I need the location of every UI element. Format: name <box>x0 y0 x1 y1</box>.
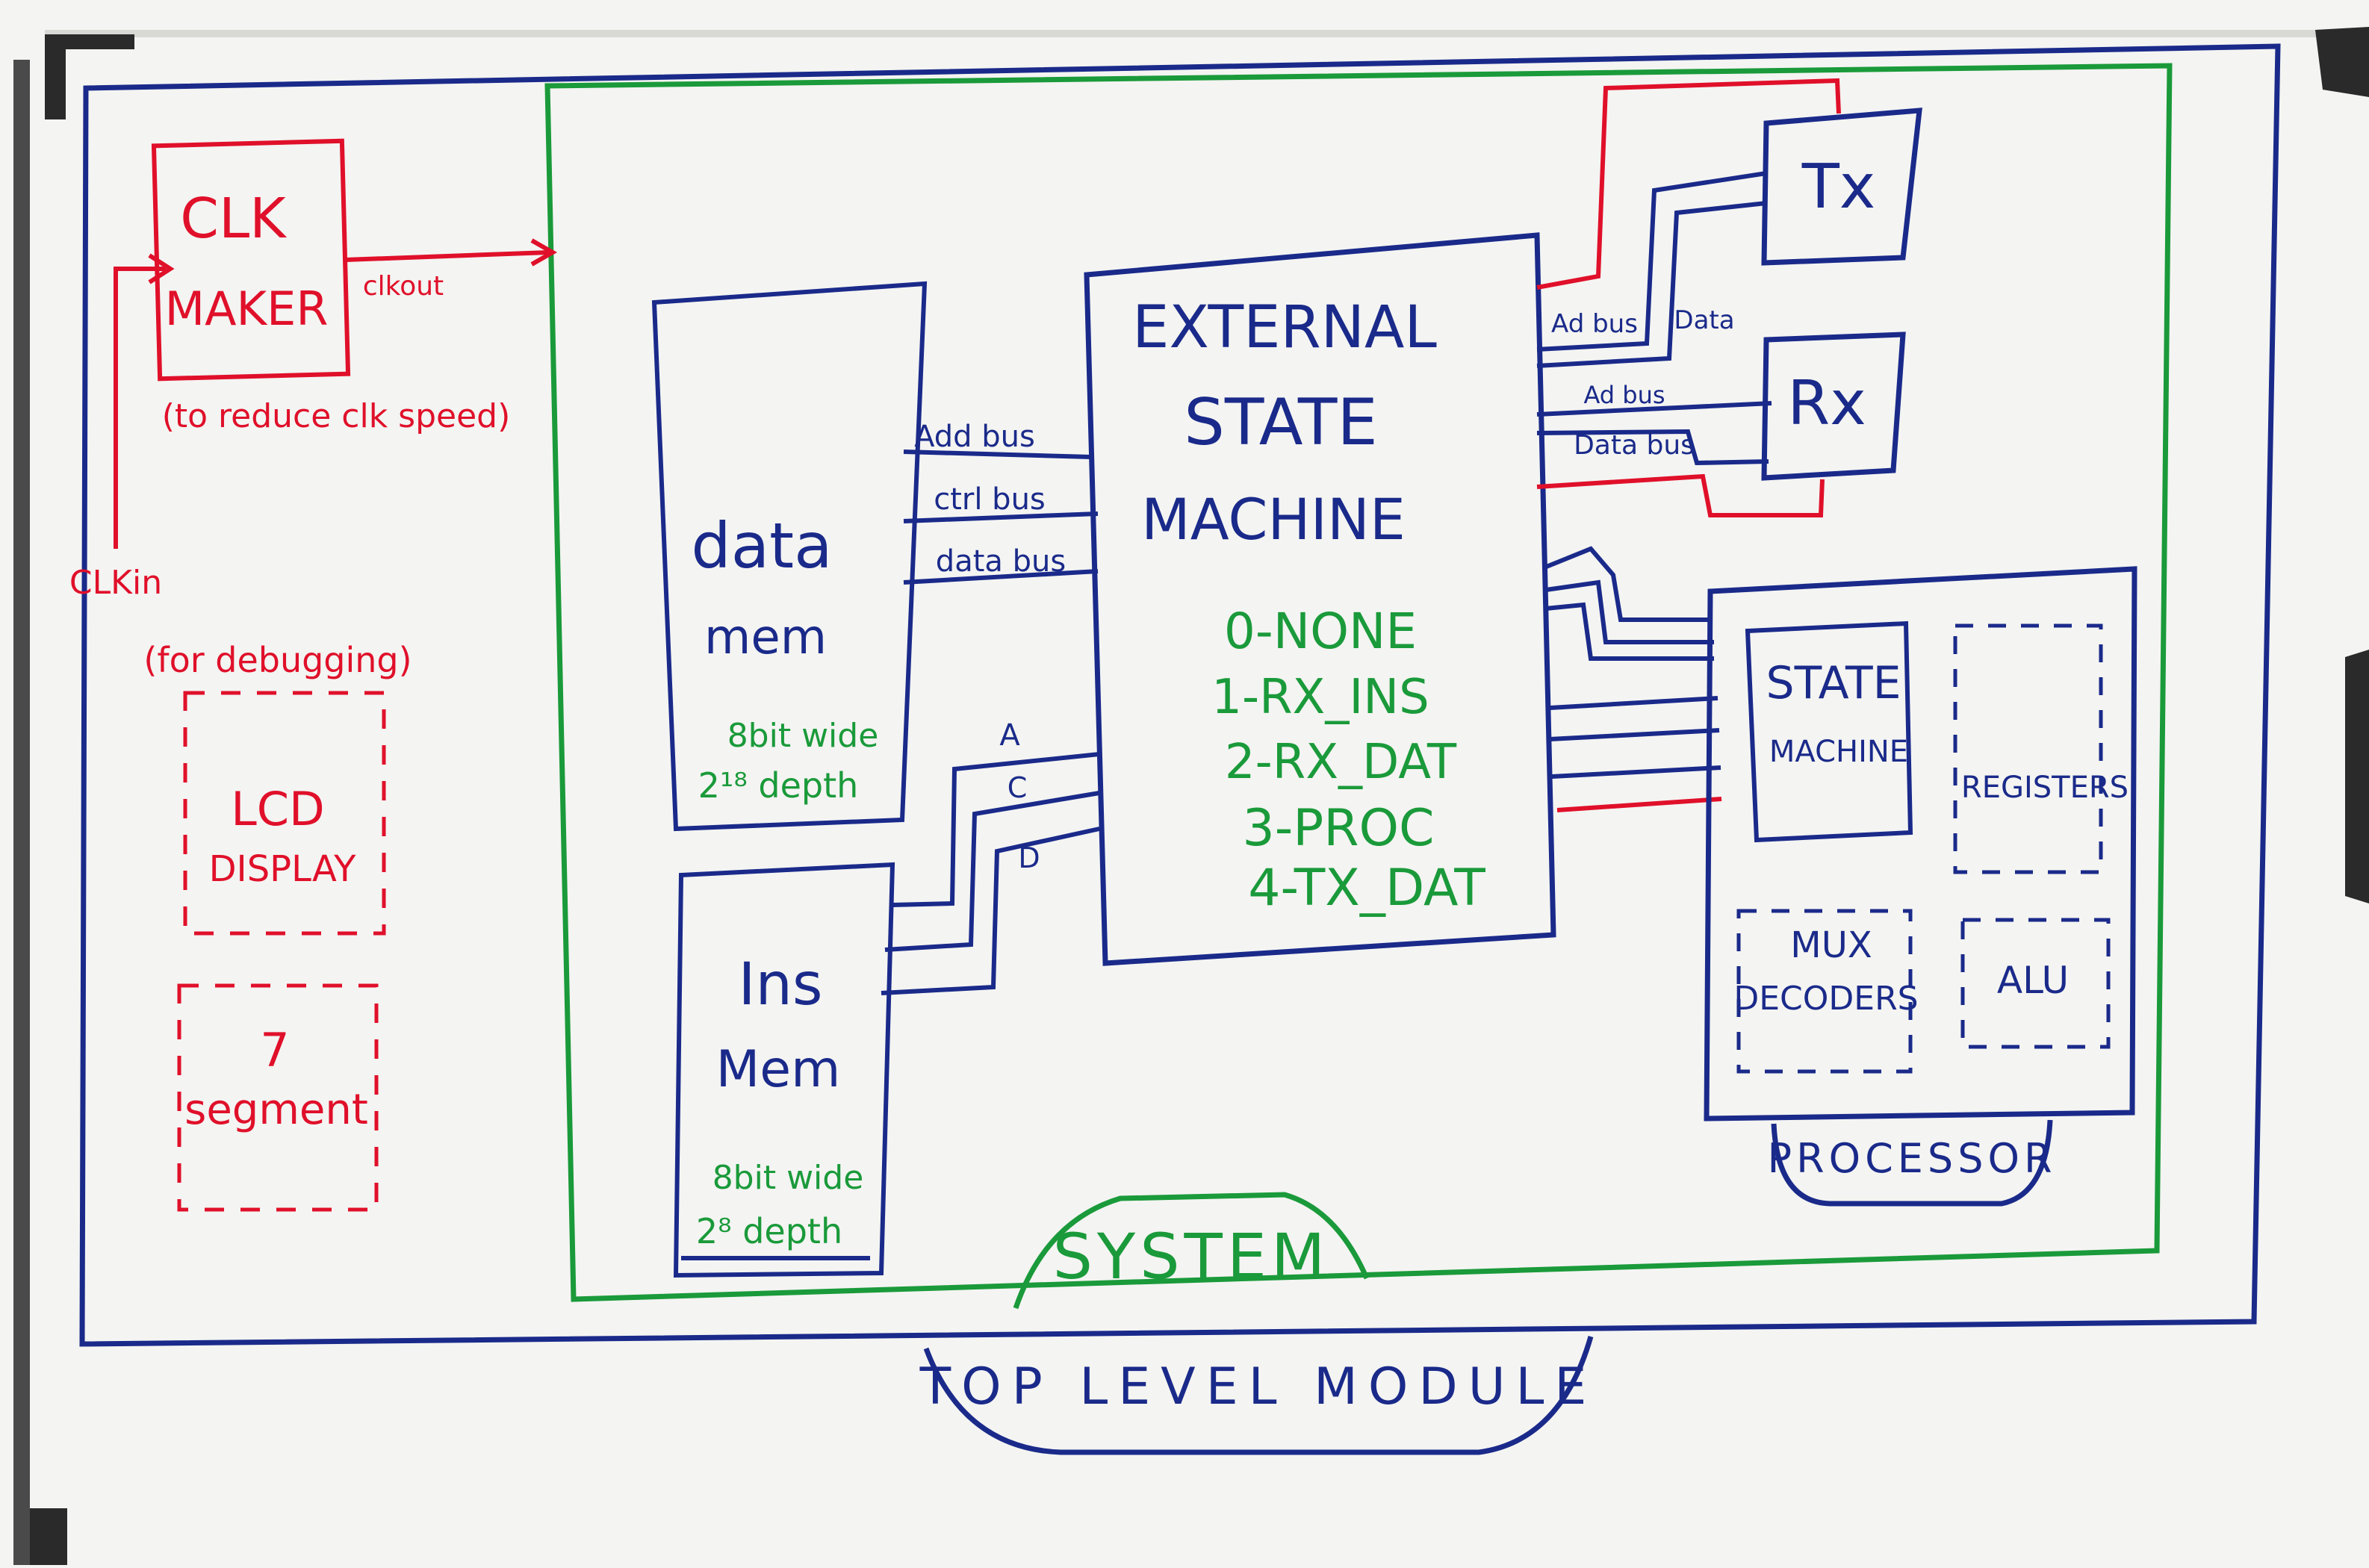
esm-proc-wire-4 <box>1549 696 1718 710</box>
proc-state-machine-box <box>1745 620 1913 843</box>
ins-bus-a-wire <box>892 752 1100 907</box>
data-mem-label-line1: data <box>691 509 832 582</box>
clkout-arrowhead <box>530 238 558 267</box>
mux-decoders-label-line2: DECODERS <box>1733 980 1918 1018</box>
esm-state-1: 1-RX_INS <box>1211 670 1429 725</box>
data-add-bus-label: Add bus <box>914 420 1035 454</box>
data-ctrl-bus-wire <box>903 511 1099 523</box>
esm-proc-wire-6 <box>1551 765 1721 779</box>
data-data-bus-label: data bus <box>936 544 1066 579</box>
ins-bus-c-label: C <box>1007 771 1028 804</box>
system-box <box>544 63 2173 1302</box>
esm-state-4: 4-TX_DAT <box>1248 859 1485 918</box>
board-frame-top <box>45 30 2323 37</box>
frame-edge-right <box>2345 650 2369 903</box>
tx-label: Tx <box>1801 152 1876 223</box>
frame-corner-bottom-left <box>30 1508 67 1565</box>
ins-bus-d-wire <box>881 827 1100 995</box>
ins-bus-a-label: A <box>999 718 1020 753</box>
ins-mem-box <box>673 862 895 1278</box>
esm-proc-wire-3 <box>1545 602 1714 661</box>
rx-ad-bus-label: Ad bus <box>1583 381 1665 409</box>
board-frame-left <box>13 60 30 1565</box>
external-state-machine-box <box>1084 232 1556 966</box>
tx-clock-wire <box>1536 78 1841 290</box>
ins-mem-spec-width: 8bit wide <box>712 1159 864 1197</box>
esm-state-3: 3-PROC <box>1242 799 1434 858</box>
clkin-arrowhead <box>148 253 175 284</box>
clk-maker-note: (to reduce clk speed) <box>162 397 511 435</box>
rx-data-bus-label: Data bus <box>1574 430 1695 461</box>
data-ctrl-bus-label: ctrl bus <box>934 482 1046 517</box>
tx-ad-bus-wire <box>1536 171 1767 352</box>
clkin-wire <box>114 267 166 549</box>
system-tab <box>1013 1192 1370 1310</box>
rx-ad-bus-wire <box>1536 401 1772 417</box>
rx-data-bus-wire <box>1536 429 1769 466</box>
data-mem-spec-width: 8bit wide <box>727 717 879 755</box>
esm-label-line1: EXTERNAL <box>1132 294 1437 361</box>
data-data-bus-wire <box>903 569 1099 585</box>
esm-label-line2: STATE <box>1184 385 1377 460</box>
rx-label: Rx <box>1787 368 1866 439</box>
mux-decoders-label-line1: MUX <box>1790 924 1872 966</box>
system-title: SYSTEM <box>1053 1220 1330 1293</box>
registers-box <box>1953 623 2103 874</box>
esm-label-line3: MACHINE <box>1141 486 1406 553</box>
lcd-display-label-line2: DISPLAY <box>209 848 356 890</box>
top-level-module-box <box>79 43 2281 1347</box>
processor-tab <box>1771 1119 2053 1207</box>
processor-box <box>1704 566 2137 1121</box>
top-level-module-tab <box>923 1336 1594 1455</box>
processor-title: PROCESSOR <box>1768 1135 2057 1182</box>
ins-mem-label-line1: Ins <box>738 951 822 1018</box>
clkout-label: clkout <box>363 271 444 302</box>
seven-segment-label-line1: 7 <box>260 1023 289 1077</box>
clk-maker-label-line2: MAKER <box>165 281 329 336</box>
esm-proc-wire-1 <box>1543 546 1709 622</box>
registers-label: REGISTERS <box>1961 771 2129 805</box>
tx-box <box>1761 108 1922 266</box>
esm-state-0: 0-NONE <box>1224 603 1417 660</box>
proc-state-machine-label-line1: STATE <box>1766 657 1901 709</box>
ins-bus-d-label: D <box>1018 841 1040 874</box>
alu-label: ALU <box>1997 959 2069 1002</box>
tx-data-bus-label: Data <box>1674 305 1734 335</box>
esm-state-2: 2-RX_DAT <box>1225 735 1457 790</box>
top-level-module-title: TOP LEVEL MODULE <box>919 1357 1598 1416</box>
ins-mem-label-line2: Mem <box>716 1040 841 1099</box>
alu-box <box>1960 918 2111 1049</box>
clk-maker-label-line1: CLK <box>180 187 288 251</box>
esm-proc-wire-2 <box>1545 579 1714 644</box>
data-mem-spec-depth: 2¹⁸ depth <box>698 765 859 806</box>
tx-ad-bus-label: Ad bus <box>1551 309 1638 339</box>
debug-note: (for debugging) <box>143 640 412 680</box>
seven-segment-box <box>177 983 379 1212</box>
ins-bus-c-wire <box>884 791 1100 952</box>
lcd-display-label-line1: LCD <box>231 782 325 836</box>
seven-segment-label-line2: segment <box>184 1086 368 1134</box>
ins-mem-spec-depth: 2⁸ depth <box>696 1211 842 1251</box>
rx-clock-wire <box>1536 473 1825 517</box>
data-mem-box <box>651 281 928 832</box>
esm-proc-wire-5 <box>1549 728 1720 741</box>
lcd-display-box <box>183 691 386 936</box>
proc-state-machine-label-line2: MACHINE <box>1769 735 1908 769</box>
clkin-label: CLKin <box>69 564 162 602</box>
proc-clock-wire <box>1556 797 1722 812</box>
data-add-bus-wire <box>903 449 1091 459</box>
frame-corner-top-right <box>2315 27 2369 97</box>
frame-corner-top-left <box>45 34 134 119</box>
rx-box <box>1761 332 1906 481</box>
clkout-wire <box>344 250 550 262</box>
data-mem-label-line2: mem <box>704 610 827 665</box>
tx-data-bus-wire <box>1536 201 1767 368</box>
